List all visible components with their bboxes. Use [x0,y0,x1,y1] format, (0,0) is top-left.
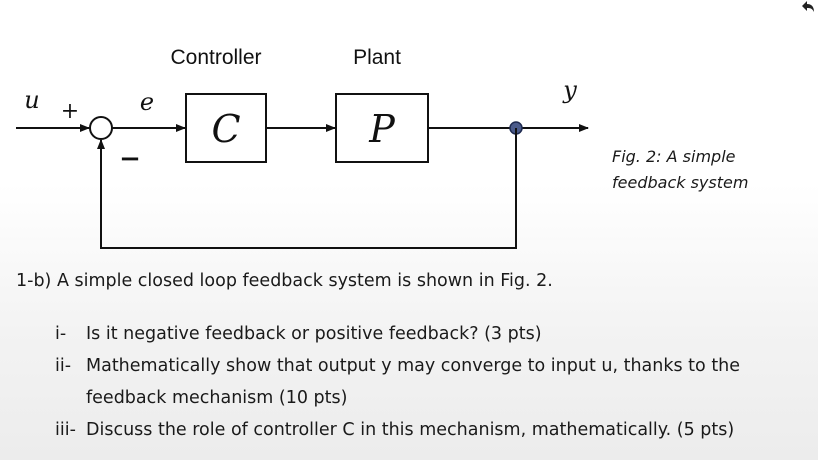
figure-caption: Fig. 2: A simple feedback system [612,144,802,196]
undo-arrow-icon[interactable] [800,0,816,14]
feedback-path [97,128,517,249]
error-variable-label: e [140,88,154,116]
question-number: i- [55,324,67,344]
question-text: Is it negative feedback or positive feed… [86,324,542,344]
question-number: ii- [55,356,72,376]
question-text: Discuss the role of controller C in this… [86,420,735,440]
controller-label: Controller [170,46,261,69]
question-item: ii- Mathematically show that output y ma… [0,350,818,414]
caption-line-1: Fig. 2: A simple [612,147,736,166]
problem-intro: 1-b) A simple closed loop feedback syste… [16,271,553,291]
question-number: iii- [55,420,76,440]
plant-symbol: P [368,107,396,151]
plant-label: Plant [353,46,401,69]
question-list: i- Is it negative feedback or positive f… [0,318,818,446]
summing-junction [89,116,113,140]
caption-line-2: feedback system [612,173,749,192]
minus-sign-label: − [119,144,141,174]
output-variable-label: y [562,76,577,104]
question-text: Mathematically show that output y may co… [86,356,741,408]
controller-symbol: C [211,107,240,151]
question-item: i- Is it negative feedback or positive f… [0,318,818,350]
input-variable-label: u [24,86,39,114]
plant-block [335,93,429,163]
question-item: iii- Discuss the role of controller C in… [0,414,818,446]
block-diagram: Controller Plant u + − e y C P [16,46,589,249]
plus-sign-label: + [61,99,79,124]
